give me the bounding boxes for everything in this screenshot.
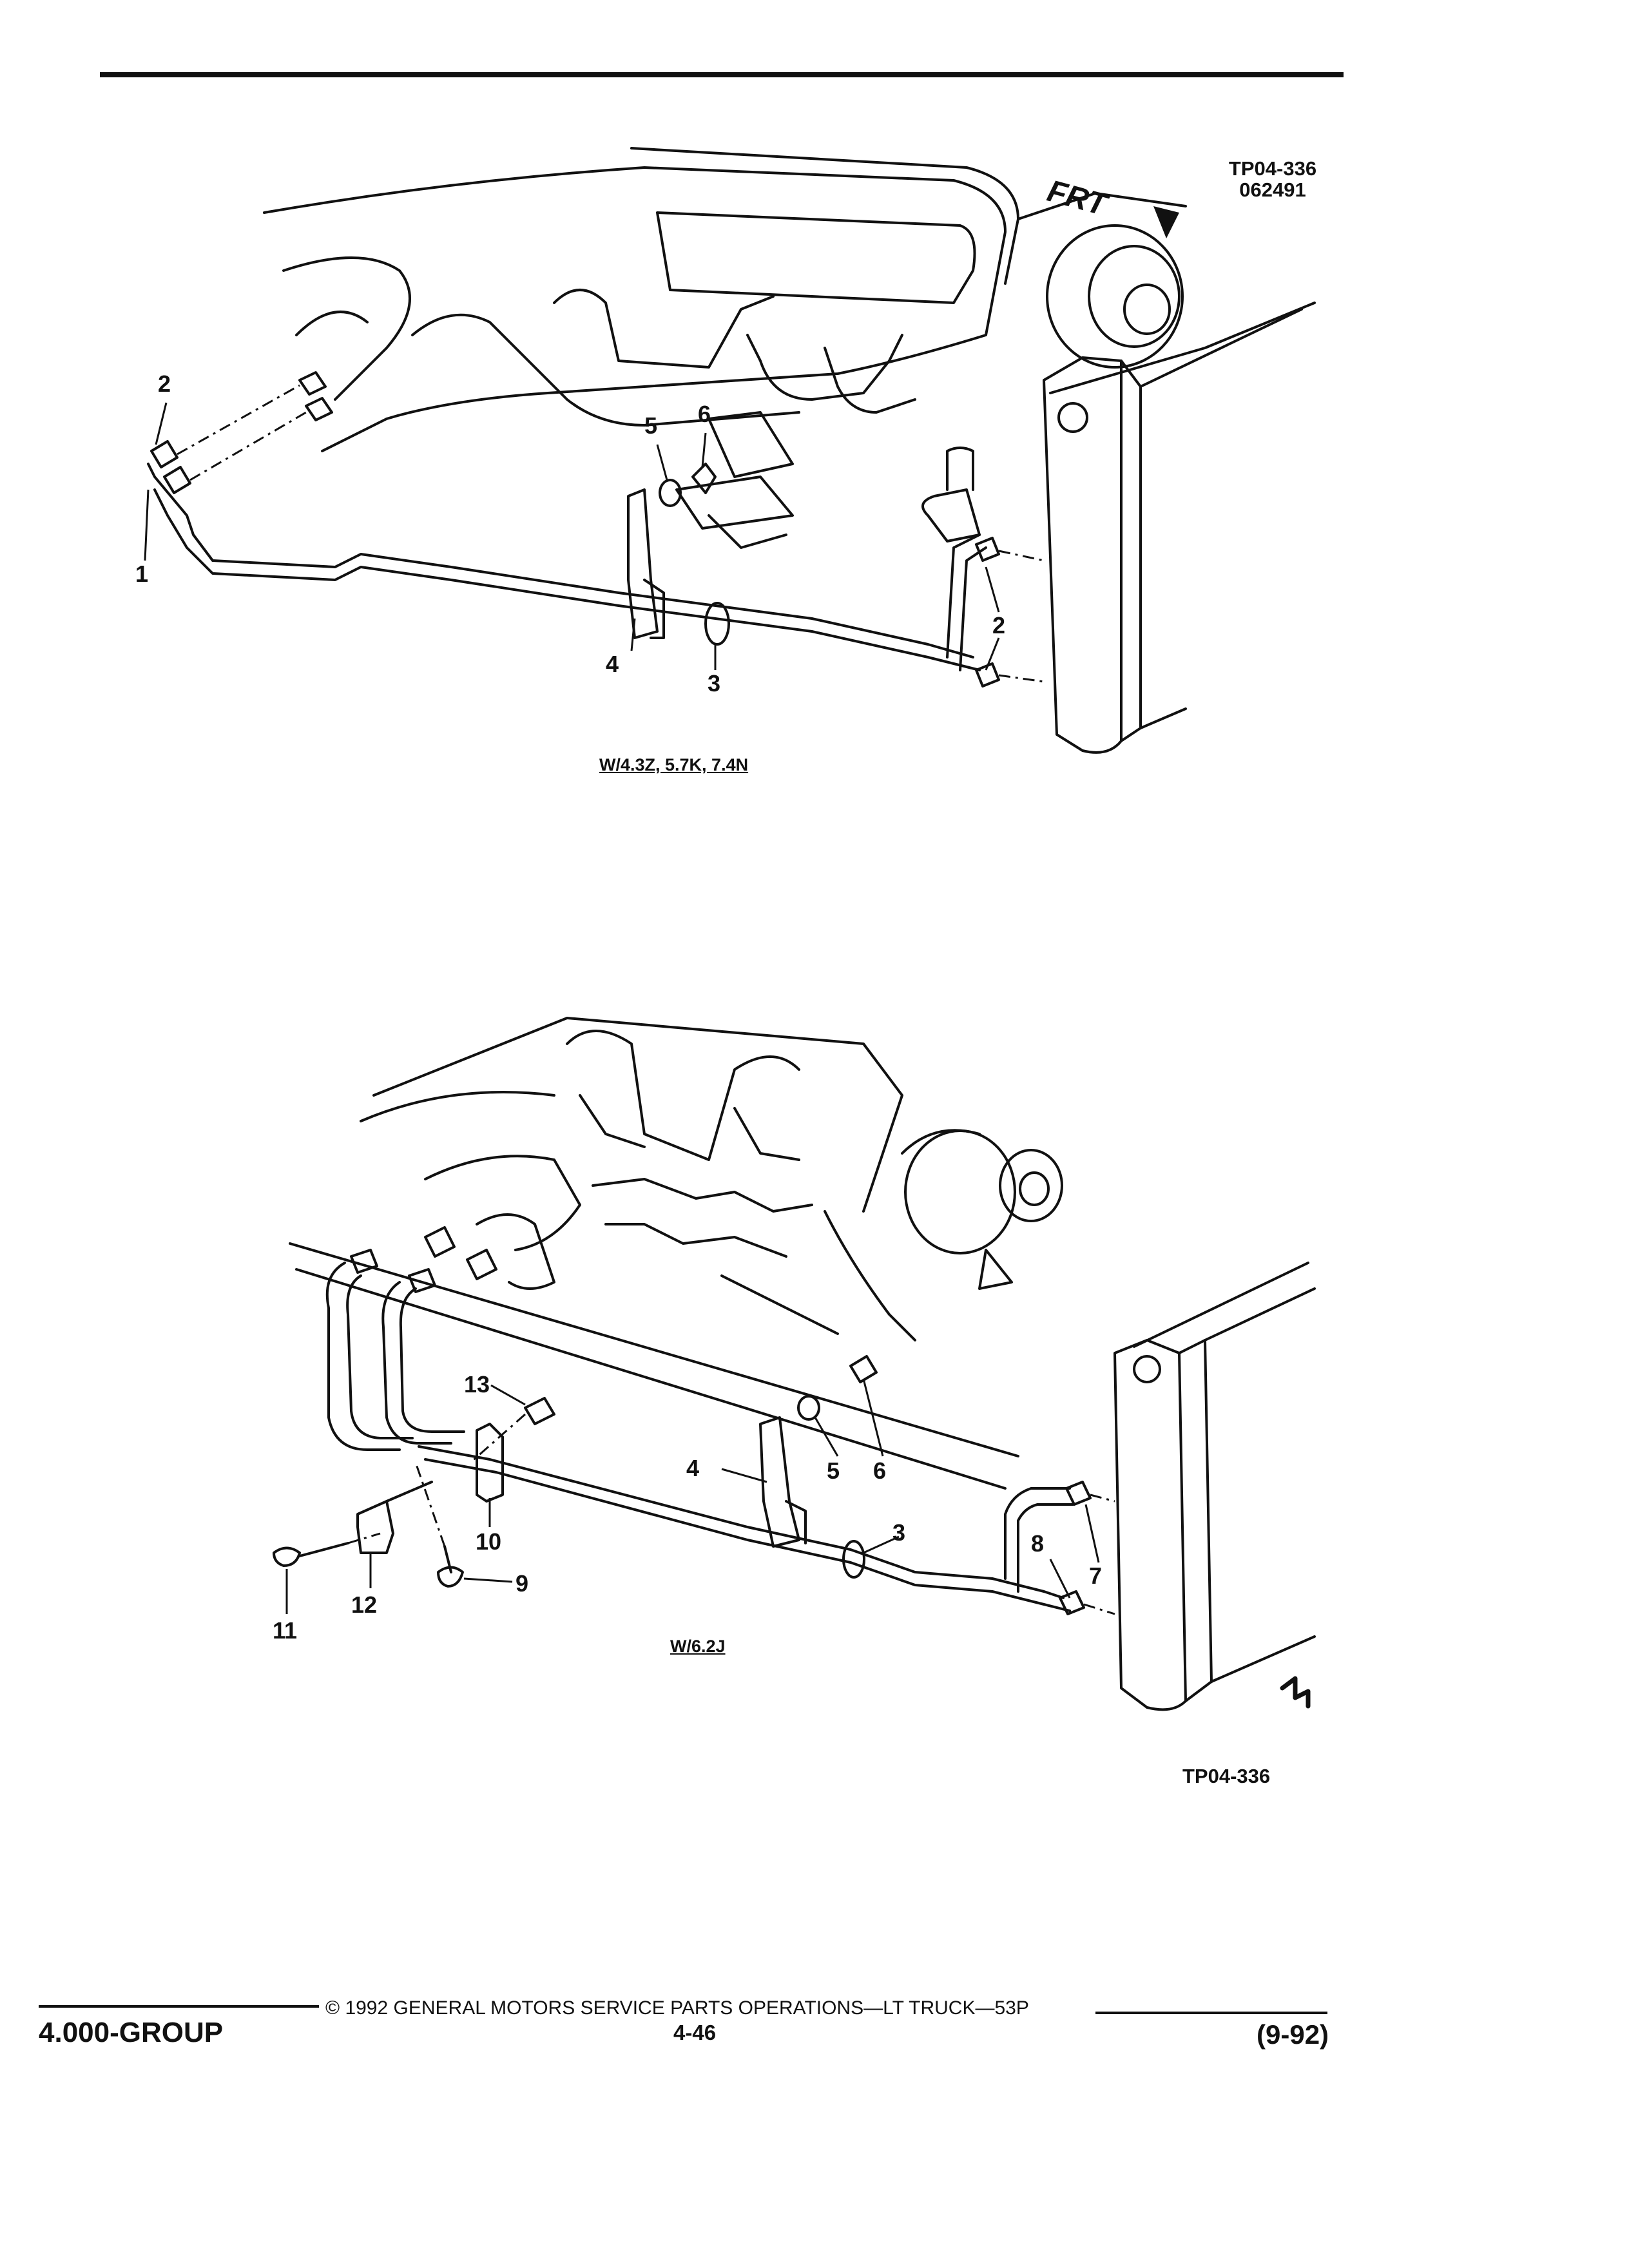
callout-3-top: 3 — [708, 670, 721, 697]
callout-2-right: 2 — [992, 612, 1006, 639]
ref-code-top: TP04-336 — [1228, 157, 1317, 180]
callout-6-top: 6 — [698, 401, 711, 427]
callout-1: 1 — [135, 561, 149, 587]
callout-8: 8 — [1031, 1530, 1045, 1557]
callout-10: 10 — [476, 1528, 502, 1555]
footer-page-number: 4-46 — [673, 2021, 717, 2044]
callout-4-top: 4 — [606, 651, 619, 677]
footer-copyright: © 1992 GENERAL MOTORS SERVICE PARTS OPER… — [325, 1997, 1029, 2019]
callout-3-bottom: 3 — [892, 1519, 906, 1546]
footer-date: (9-92) — [1257, 2019, 1329, 2050]
top-rule — [100, 72, 1344, 77]
ref-code-bottom: TP04-336 — [1182, 1765, 1271, 1787]
callout-7: 7 — [1089, 1562, 1103, 1589]
footer-rule-right — [1095, 2012, 1327, 2014]
footer-rule-left — [39, 2005, 319, 2008]
callout-5-bottom: 5 — [827, 1457, 840, 1484]
callout-11: 11 — [273, 1617, 298, 1644]
callout-4-bottom: 4 — [686, 1455, 700, 1481]
caption-top: W/4.3Z, 5.7K, 7.4N — [599, 755, 749, 774]
callout-5-top: 5 — [644, 412, 658, 439]
callout-6-bottom: 6 — [873, 1457, 887, 1484]
callout-13: 13 — [464, 1371, 490, 1398]
callout-2-left: 2 — [158, 370, 171, 397]
callout-9: 9 — [516, 1570, 529, 1597]
footer-group: 4.000-GROUP — [39, 2017, 224, 2048]
ref-date-top: 062491 — [1239, 178, 1306, 201]
caption-bottom: W/6.2J — [670, 1637, 726, 1656]
callout-12: 12 — [351, 1591, 378, 1618]
